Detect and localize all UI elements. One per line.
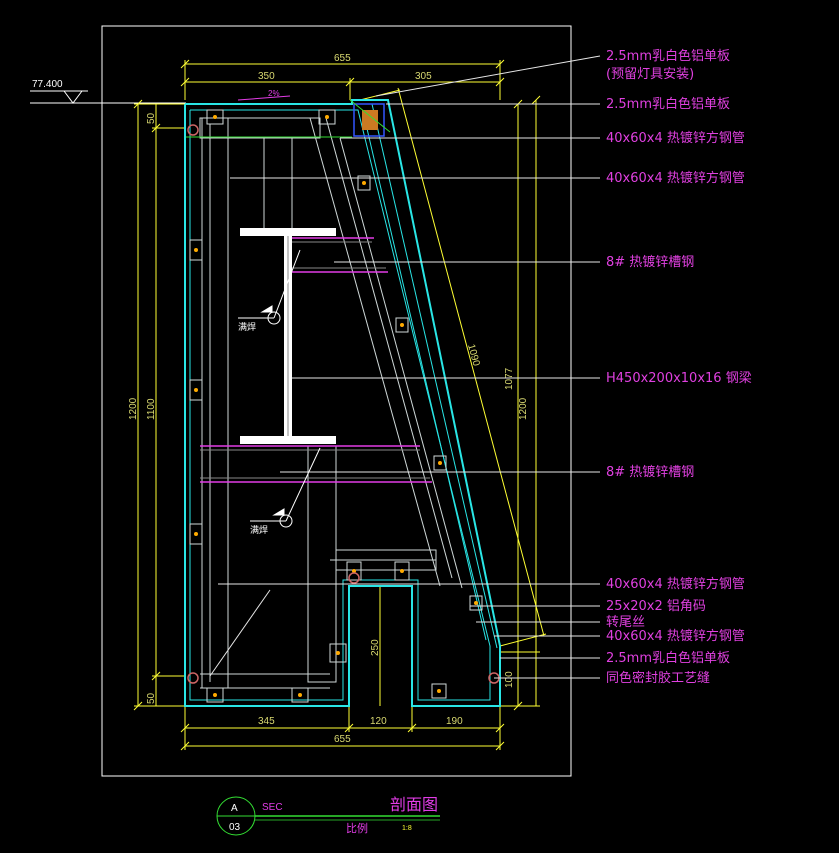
scale-value: 1:8	[402, 825, 412, 832]
bolt-marks	[194, 115, 478, 697]
outer-panel	[184, 99, 501, 707]
dim-top-left: 350	[258, 71, 275, 82]
h-beam	[240, 228, 336, 444]
callout-tube-2: 40x60x4 热镀锌方钢管	[606, 170, 745, 186]
left-dimensions	[133, 99, 186, 711]
callout-screw: 转尾丝	[606, 615, 645, 630]
dim-right-small: 100	[504, 671, 515, 688]
dim-right-inner: 1077	[504, 367, 515, 390]
callout-h-beam: H450x200x10x16 钢梁	[606, 371, 752, 386]
dim-left-outer: 1200	[128, 397, 139, 420]
dim-bottom-mid: 120	[370, 716, 387, 727]
drawing-title: 剖面图	[390, 795, 438, 814]
section-circle-top: A	[231, 803, 238, 814]
dim-top-right: 305	[415, 71, 432, 82]
section-sec: SEC	[262, 802, 283, 813]
dim-slope: 2%	[268, 89, 280, 98]
dim-top-total: 655	[334, 53, 351, 64]
dim-bottom-total: 655	[334, 734, 351, 745]
weld-callout-upper	[238, 249, 301, 325]
weld-label-upper: 满焊	[238, 321, 256, 333]
bolt-clips	[189, 109, 483, 703]
callout-tube-1: 40x60x4 热镀锌方钢管	[606, 130, 745, 146]
slope-arrow	[237, 95, 291, 101]
callout-panel-top-sub: (预留灯具安装)	[606, 67, 694, 82]
scale-label: 比例	[346, 821, 368, 835]
callout-panel-top: 2.5mm乳白色铝单板	[606, 48, 730, 64]
dim-bottom-right: 190	[446, 716, 463, 727]
dim-left-inner: 1100	[146, 398, 157, 420]
top-dimensions	[180, 59, 505, 100]
dim-notch-height: 250	[370, 639, 381, 656]
channel-steel-gray	[200, 241, 430, 479]
dim-right-outer: 1200	[518, 397, 529, 420]
sheet-border	[101, 25, 572, 777]
top-light-box	[186, 99, 391, 138]
elevation-marker: 77.400	[30, 79, 186, 104]
bottom-dimensions	[180, 706, 505, 751]
callout-panel-3: 2.5mm乳白色铝单板	[606, 650, 730, 666]
callout-angle: 25x20x2 铝角码	[606, 599, 706, 614]
callout-sealant: 同色密封胶工艺缝	[606, 670, 710, 686]
title-block: A 03 SEC 剖面图 比例 1:8	[216, 795, 440, 836]
callout-channel-1: 8# 热镀锌槽钢	[606, 254, 694, 270]
weld-callout-lower	[250, 447, 321, 528]
dim-left-top-small: 50	[146, 112, 157, 124]
dim-bottom-left: 345	[258, 716, 275, 727]
callout-tube-4: 40x60x4 热镀锌方钢管	[606, 628, 745, 644]
dim-left-bottom-small: 50	[146, 692, 157, 704]
section-circle-bottom: 03	[229, 822, 241, 833]
callout-panel-2: 2.5mm乳白色铝单板	[606, 96, 730, 112]
elevation-label: 77.400	[32, 79, 63, 90]
inner-frame	[199, 117, 463, 689]
leader-lines	[209, 55, 601, 679]
channel-steel-upper	[200, 237, 432, 483]
dim-diagonal: 1090	[465, 343, 481, 368]
weld-label-lower: 满焊	[250, 524, 268, 536]
callout-channel-2: 8# 热镀锌槽钢	[606, 464, 694, 480]
callout-tube-3: 40x60x4 热镀锌方钢管	[606, 576, 745, 592]
